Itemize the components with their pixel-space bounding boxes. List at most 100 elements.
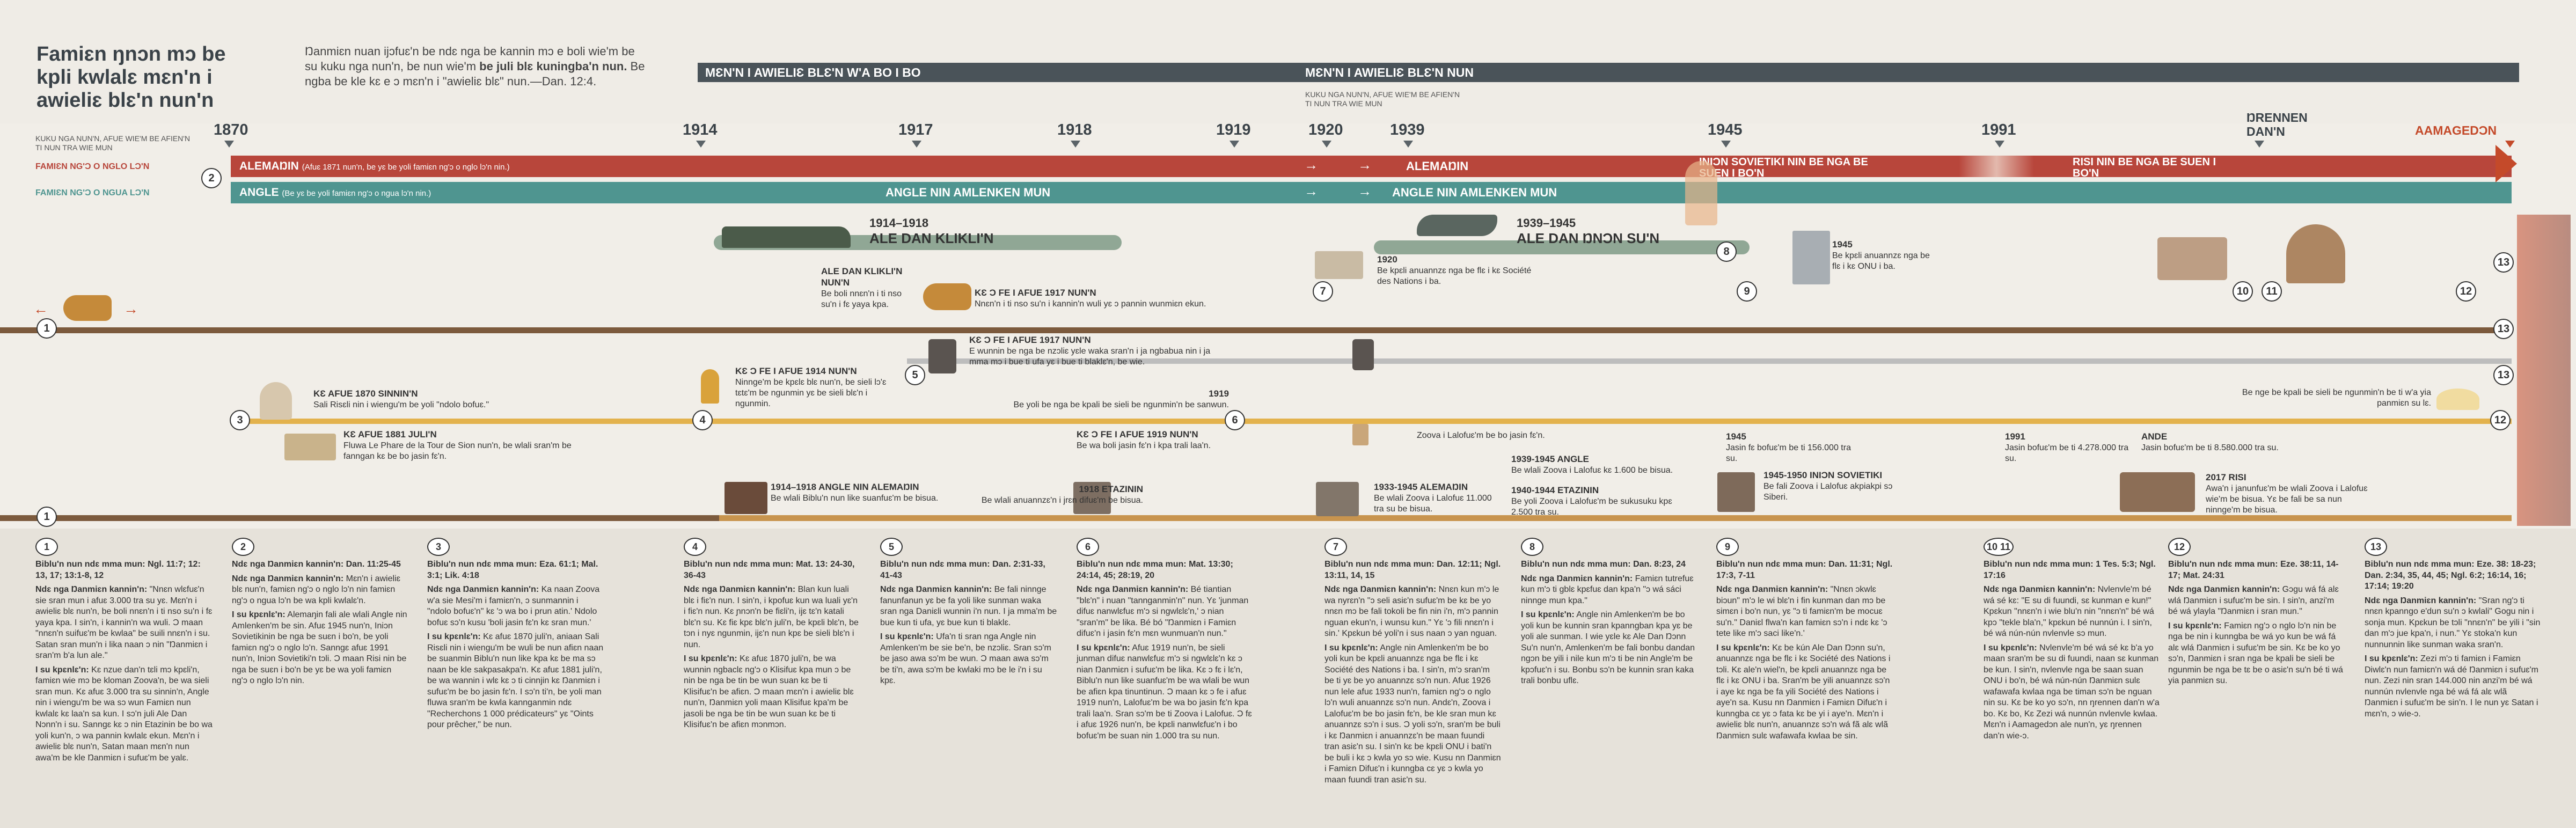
- year-great-tribulation: ŊRENNEN DAN'N: [2246, 111, 2308, 138]
- band-end-times: MƐN'N I AWIELIƐ BLƐ'N NUN: [1298, 63, 2519, 82]
- year-armageddon: AAMAGEDƆN: [2415, 123, 2497, 137]
- watchtower-magazine: [284, 434, 336, 460]
- wheat-illustration: [701, 369, 719, 404]
- note-number: 3: [427, 538, 450, 556]
- note-refs: Biblu'n nun ndɛ mma mun: Mat. 13:30; 24:…: [1077, 560, 1233, 580]
- lane-south-britain: ANGLE (Be yɛ be yoli famiɛn ng'ɔ o ngua …: [239, 186, 431, 199]
- rail-preaching-growth: [719, 515, 2512, 521]
- year-1919: 1919: [1216, 121, 1251, 138]
- marker-8: 8: [1716, 241, 1737, 262]
- siberia-train: [1717, 472, 1755, 512]
- year-1945: 1945: [1708, 121, 1743, 138]
- event-gathering: Be nge be kpali be sieli be ngunmin'n be…: [2242, 388, 2431, 408]
- religion-ruins: [2157, 237, 2227, 280]
- note-number: 13: [2365, 538, 2387, 556]
- marker-10: 10: [2233, 281, 2253, 302]
- note-refs: Biblu'n nun ndɛ mma mun: Eze. 38: 18-23;…: [2365, 560, 2536, 591]
- russia-2017-people: [2120, 472, 2195, 512]
- note-fulfillment: I su kpɛnlɛ'n: Kɛ nzue dan'n tɛli mɔ kpɛ…: [35, 665, 213, 763]
- marker-11: 11: [2262, 281, 2282, 302]
- note-fulfillment: I su kpɛnlɛ'n: Angle nin Amlenken'm be b…: [1521, 610, 1695, 685]
- note-refs: Ndɛ nga Ŋanmiɛn kannin'n: Dan. 11:25-45: [232, 560, 401, 569]
- marker-12a: 12: [2456, 281, 2476, 302]
- book-preaching: [1352, 424, 1368, 445]
- bomb-cloud: [1685, 161, 1717, 225]
- marker-12b: 12: [2490, 410, 2511, 430]
- prison-1918: [1073, 482, 1111, 514]
- camp-illustration: [1316, 482, 1359, 516]
- rail-beast: [0, 327, 2512, 333]
- note-prophecy: Ndɛ nga Ŋanmiɛn kannin'n: Nvlenvle'm bé …: [1984, 585, 2154, 638]
- arrow-south-1: →: [1304, 183, 1318, 199]
- page-title: Famiɛn ŋnɔn mɔ be kpli kwlalɛ mɛn'n i aw…: [36, 43, 226, 112]
- lane-south-angloamerica-2: ANGLE NIN AMLENKEN MUN: [1392, 186, 1557, 199]
- feet-illustration-2: [1352, 339, 1374, 370]
- note-refs: Biblu'n nun ndɛ mma mun: Eza. 61:1; Mal.…: [427, 560, 598, 580]
- note-fulfillment: I su kpɛnlɛ'n: Ufa'n ti sran nga Angle n…: [880, 632, 1051, 685]
- note-number: 10 11: [1984, 538, 2014, 556]
- arrow-north-2: →: [1358, 157, 1372, 173]
- note-fulfillment: I su kpɛnlɛ'n: Angle nin Amlenken'm be b…: [1324, 643, 1501, 785]
- note-number: 8: [1521, 538, 1543, 556]
- note-prophecy: Ndɛ nga Ŋanmiɛn kannin'n: Gɔgu wá fá alɛ…: [2168, 585, 2339, 616]
- note-10: 10 11 Biblu'n nun ndɛ mma mun: 1 Tes. 5:3…: [1984, 538, 2161, 745]
- note-refs: Biblu'n nun ndɛ mma mun: Dan. 2:31-33, 4…: [880, 560, 1045, 580]
- band-before-end: MƐN'N I AWIELIƐ BLƐ'N W'A BO I BO: [698, 63, 1299, 82]
- note-prophecy: Ndɛ nga Ŋanmiɛn kannin'n: Blan kun luali…: [684, 585, 859, 649]
- arrow-north-1: →: [1304, 157, 1318, 173]
- year-1939: 1939: [1390, 121, 1425, 138]
- lane-south-angloamerica: ANGLE NIN AMLENKEN MUN: [885, 186, 1051, 199]
- event-zoova-preach: Zoova i Lalofuɛ'm be bo jasin fɛ'n.: [1417, 431, 1545, 440]
- year-1917: 1917: [898, 121, 933, 138]
- note-refs: Biblu'n nun ndɛ mma mun: Eze. 38:11, 14-…: [2168, 560, 2339, 580]
- year-1991: 1991: [1981, 121, 2016, 138]
- marker-2: 2: [201, 168, 222, 188]
- plane-illustration: [1417, 215, 1497, 236]
- note-prophecy: Ndɛ nga Ŋanmiɛn kannin'n: Nnɛn kun m'ɔ l…: [1324, 585, 1499, 638]
- lane-king-south: [231, 182, 2512, 203]
- lane-north-soviet: INIƆN SOVIETIKI NIN BE NGA BE SUEN I BO'…: [1699, 156, 1868, 179]
- year-1870: 1870: [214, 121, 248, 138]
- marker-1b: 1: [36, 507, 57, 527]
- marker-7: 7: [1313, 281, 1333, 302]
- lane-north-russia: RISI NIN BE NGA BE SUEN I BO'N: [2073, 156, 2216, 179]
- marker-9: 9: [1737, 281, 1757, 302]
- note-number: 1: [35, 538, 58, 556]
- note-prophecy: Ndɛ nga Ŋanmiɛn kannin'n: Mɛn'n i awieli…: [232, 574, 400, 605]
- sub-mid: KUKU NGA NUN'N, AFUE WIE'M BE AFIEN'N TI…: [1305, 90, 1460, 108]
- armageddon-illustration: [2517, 215, 2571, 526]
- beast-illustration: [63, 295, 112, 321]
- prison-bars: [724, 482, 767, 514]
- marker-4: 4: [692, 410, 713, 430]
- note-refs: Biblu'n nun ndɛ mma mun: 1 Tes. 5:3; Ngl…: [1984, 560, 2156, 580]
- note-number: 6: [1077, 538, 1099, 556]
- lane-north-germany: ALEMAŊIN (Afuɛ 1871 nun'n, be yɛ be yoli…: [239, 160, 510, 172]
- note-number: 4: [684, 538, 706, 556]
- tick-1991: [1995, 141, 2004, 148]
- note-refs: Biblu'n nun ndɛ mma mun: Dan. 11:31; Ngl…: [1716, 560, 1893, 580]
- marker-13a: 13: [2493, 252, 2514, 273]
- notes-panel: [0, 529, 2576, 828]
- tick-great-tribulation: [2255, 141, 2264, 148]
- note-number: 9: [1716, 538, 1739, 556]
- arrow-south-2: →: [1358, 183, 1372, 199]
- arrow-right-beast: →: [123, 301, 138, 317]
- year-1920: 1920: [1308, 121, 1343, 138]
- note-number: 2: [232, 538, 254, 556]
- note-fulfillment: I su kpɛnlɛ'n: Kɛ afuɛ 1870 juli'n, be w…: [684, 654, 854, 729]
